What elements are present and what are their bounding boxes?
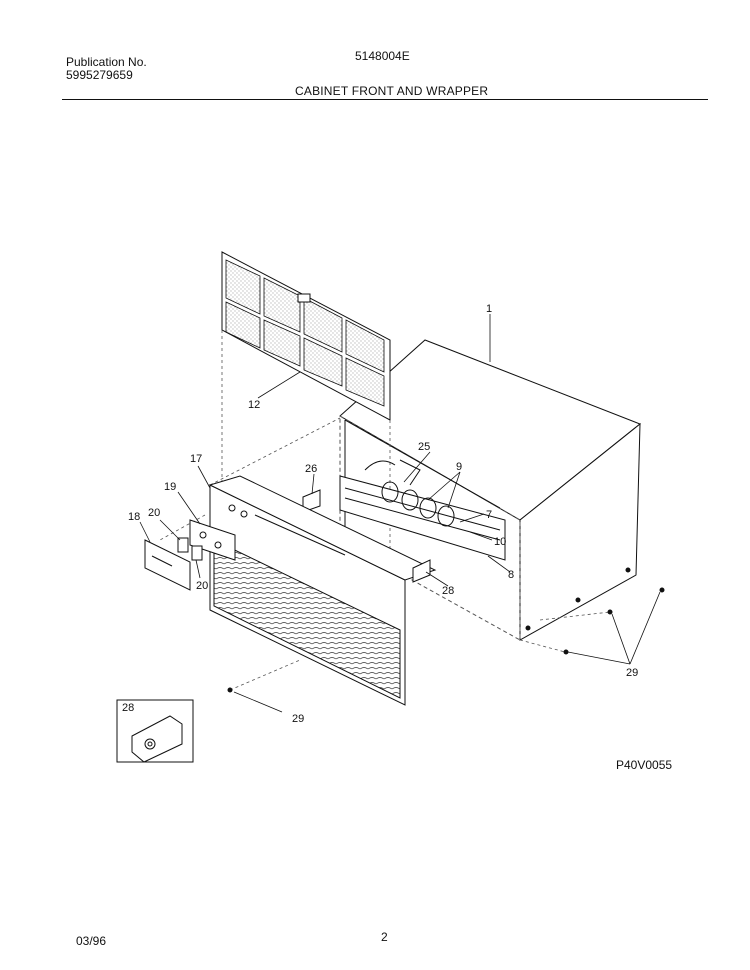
control-panel [144, 539, 191, 591]
callout-17: 17 [190, 453, 202, 465]
callout-12: 12 [248, 399, 260, 411]
control-bracket [339, 459, 506, 561]
air-filter [221, 251, 391, 421]
callout-28-inset: 28 [122, 702, 134, 714]
footer-date: 03/96 [76, 934, 107, 948]
callout-1: 1 [486, 303, 492, 315]
page-number: 2 [381, 930, 388, 944]
publication-label: Publication No. [66, 55, 147, 69]
screws [227, 587, 665, 693]
callout-7: 7 [486, 509, 492, 521]
callout-29-right: 29 [626, 667, 638, 679]
callout-20-top: 20 [148, 507, 160, 519]
callout-8: 8 [508, 569, 514, 581]
callout-10: 10 [494, 536, 506, 548]
front-grille [208, 475, 437, 706]
header-rule [62, 99, 708, 100]
model-number: 5148004E [355, 49, 410, 63]
callout-18: 18 [128, 511, 140, 523]
callout-19: 19 [164, 481, 176, 493]
drawing-code: P40V0055 [616, 758, 673, 772]
inset-detail [116, 699, 194, 763]
control-knobs [177, 519, 236, 561]
callout-26: 26 [305, 463, 317, 475]
callout-20-bottom: 20 [196, 580, 208, 592]
cabinet-wrapper [339, 339, 641, 641]
section-title: CABINET FRONT AND WRAPPER [295, 84, 489, 98]
callout-25: 25 [418, 441, 430, 453]
callout-9: 9 [456, 461, 462, 473]
callout-28: 28 [442, 585, 454, 597]
callout-29-bottom: 29 [292, 713, 304, 725]
publication-number: 5995279659 [66, 68, 133, 82]
